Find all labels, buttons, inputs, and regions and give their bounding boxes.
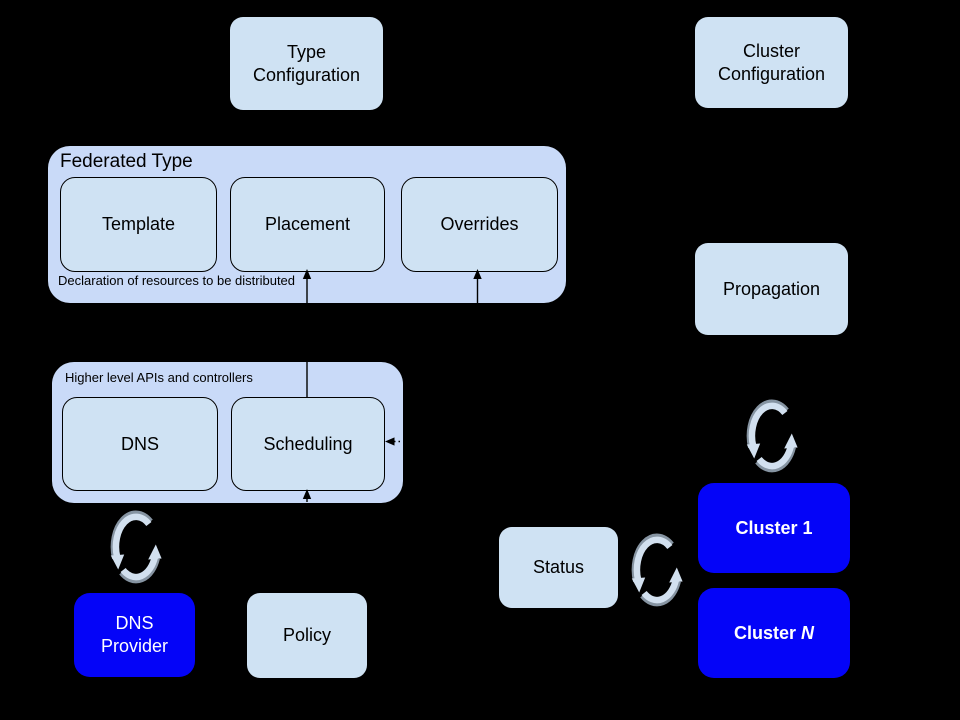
cluster-configuration-label: Cluster Configuration xyxy=(717,40,826,84)
overrides-box: Overrides xyxy=(401,177,558,272)
dns-provider-label: DNS Provider xyxy=(100,613,169,656)
sync-icon xyxy=(744,397,800,475)
status-box: Status xyxy=(499,527,618,608)
federated-type-group: Federated Type Template Placement Overri… xyxy=(48,146,566,303)
scheduling-box: Scheduling xyxy=(231,397,385,491)
placement-box: Placement xyxy=(230,177,385,272)
higher-level-apis-group: Higher level APIs and controllers DNS Sc… xyxy=(52,362,403,503)
cluster-1-box: Cluster 1 xyxy=(698,483,850,573)
template-box: Template xyxy=(60,177,217,272)
cluster-n-label: Cluster N xyxy=(733,622,815,643)
placement-label: Placement xyxy=(264,214,351,234)
overrides-label: Overrides xyxy=(440,214,519,234)
template-label: Template xyxy=(101,214,176,234)
cluster-n-box: Cluster N xyxy=(698,588,850,678)
policy-label: Policy xyxy=(282,625,331,645)
cluster-1-label: Cluster 1 xyxy=(735,517,813,538)
policy-box: Policy xyxy=(247,593,367,678)
federated-type-caption: Declaration of resources to be distribut… xyxy=(58,273,296,288)
propagation-box: Propagation xyxy=(695,243,848,335)
cluster-configuration-box: Cluster Configuration xyxy=(695,17,848,108)
scheduling-label: Scheduling xyxy=(263,433,353,454)
sync-icon xyxy=(629,531,685,609)
propagation-label: Propagation xyxy=(722,278,821,299)
dns-box: DNS xyxy=(62,397,218,491)
higher-level-apis-title: Higher level APIs and controllers xyxy=(65,370,253,385)
sync-icon xyxy=(108,508,164,586)
dns-label: DNS xyxy=(120,433,159,454)
type-configuration-box: Type Configuration xyxy=(230,17,383,110)
dns-provider-box: DNS Provider xyxy=(74,593,195,677)
type-configuration-label: Type Configuration xyxy=(252,41,361,85)
status-label: Status xyxy=(532,557,585,577)
federated-type-title: Federated Type xyxy=(60,151,193,172)
